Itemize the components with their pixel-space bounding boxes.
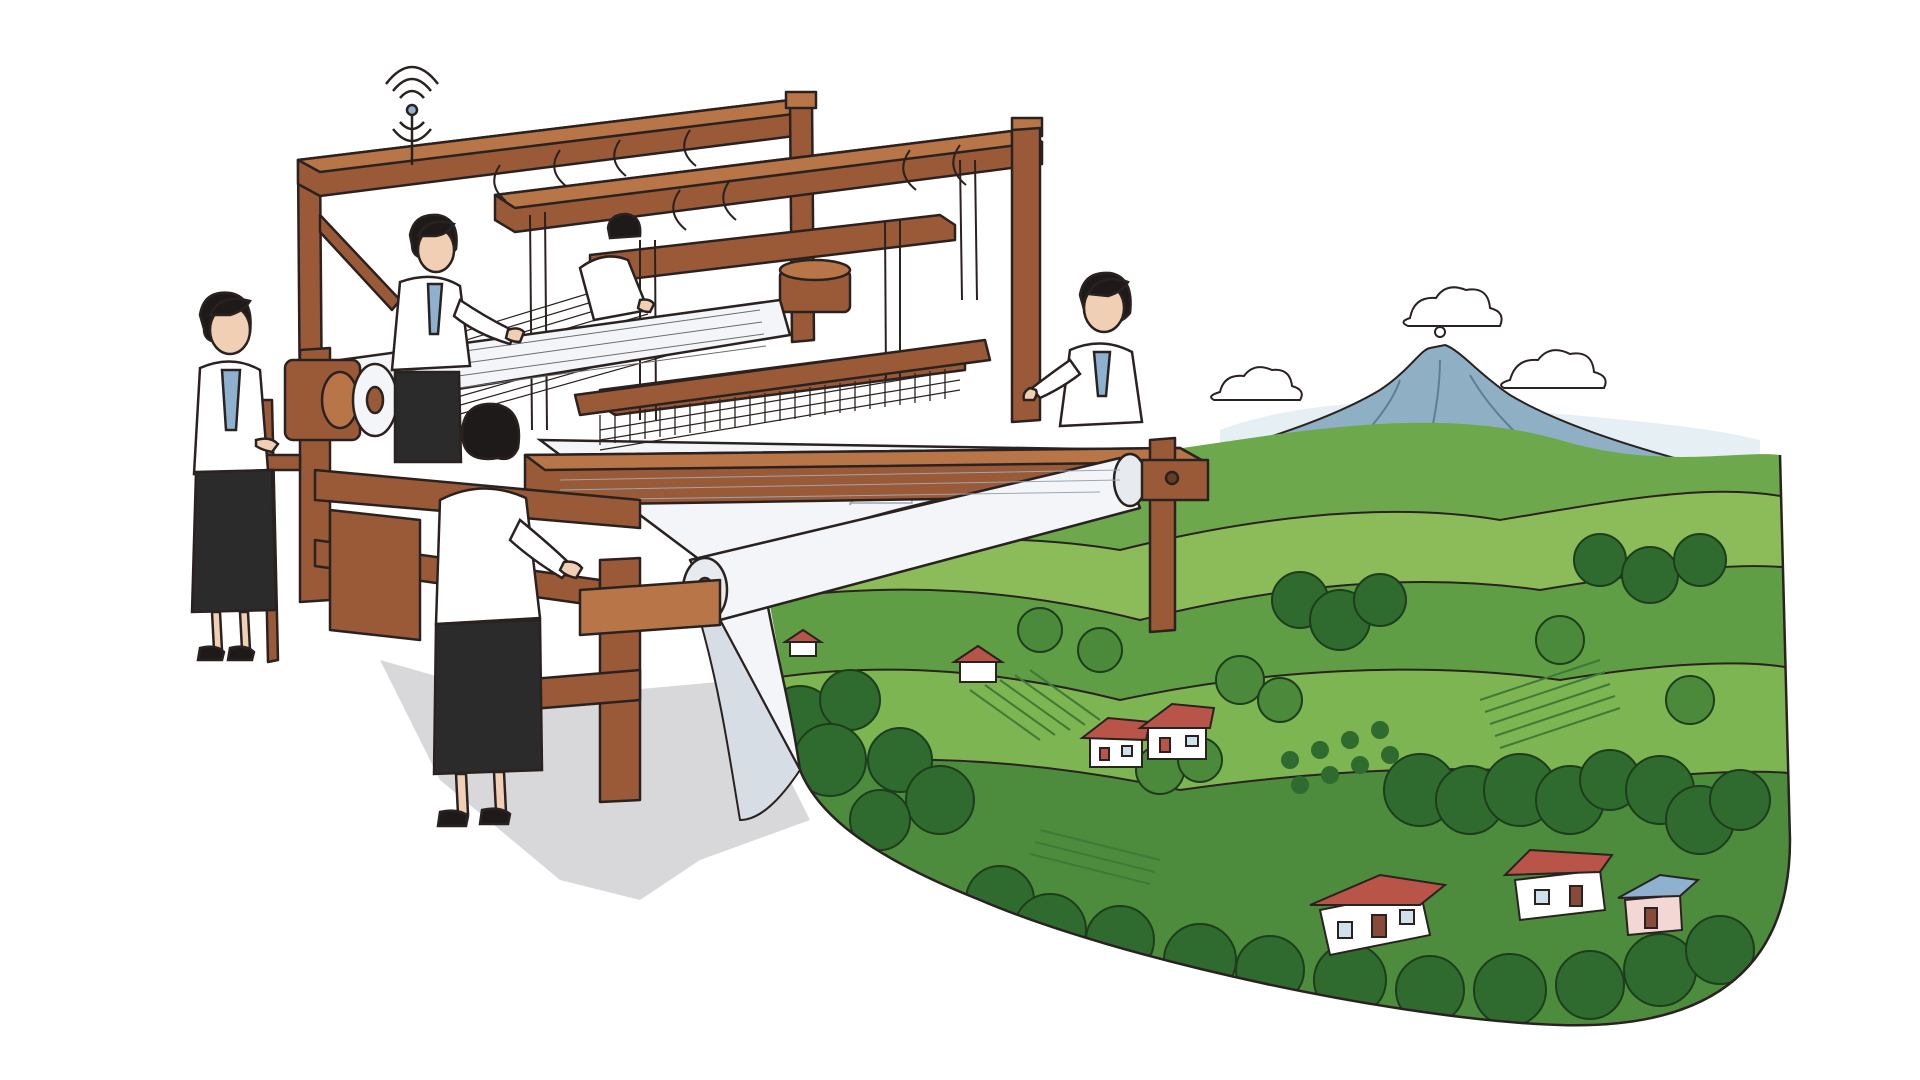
loom-post [1010,126,1042,424]
house [1137,702,1216,760]
house [1079,716,1152,768]
weaver-center-back [578,212,656,322]
house [781,628,825,657]
weaver-front [432,402,584,828]
land-outline [798,454,1792,1027]
cloud-icon [1210,286,1607,401]
house [1617,873,1701,937]
house [1502,848,1614,922]
house [1309,873,1448,957]
weaver-back-left [390,213,526,464]
wireless-signal-icon [385,65,439,165]
weaver-left [190,291,280,662]
loom-reed [573,338,992,445]
wooden-loom [238,90,1210,804]
weaver-right [1022,271,1144,428]
loom-pulley [778,258,852,314]
loom-side-roller [283,358,399,442]
houses [781,628,1701,957]
house [950,644,1006,683]
